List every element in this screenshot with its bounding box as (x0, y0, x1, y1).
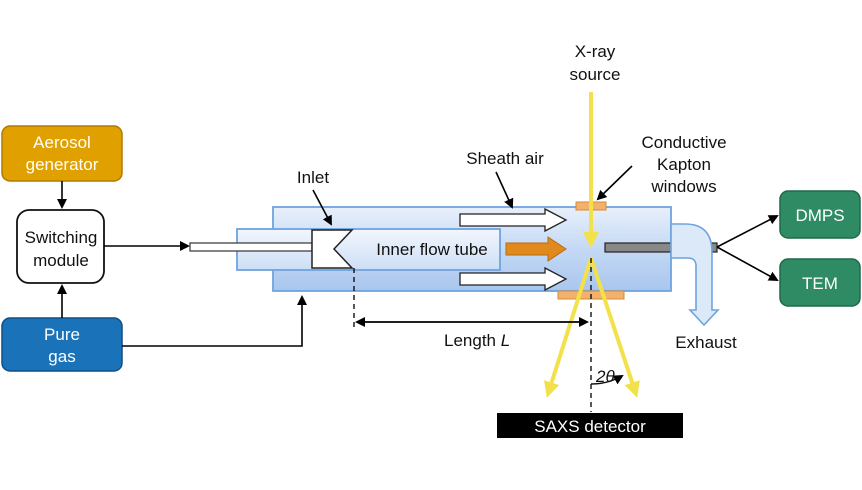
switching-module-label-2: module (33, 251, 89, 270)
arrow-to-tem (716, 246, 779, 281)
inlet-pointer (312, 189, 332, 226)
xray-scatter-right (589, 257, 640, 398)
sheath-arrow-bottom (459, 266, 568, 292)
pure-gas-label-1: Pure (44, 325, 80, 344)
arrow-puregas-to-tube (122, 295, 307, 347)
switching-module-label-1: Switching (25, 228, 98, 247)
inlet-label: Inlet (297, 168, 329, 187)
sheath-air-label: Sheath air (466, 149, 544, 168)
inner-flow-tube-label: Inner flow tube (376, 240, 488, 259)
pure-gas-label-2: gas (48, 347, 75, 366)
aerosol-generator-label-1: Aerosol (33, 133, 91, 152)
saxs-detector-bar (497, 413, 683, 438)
dmps-box (779, 190, 861, 239)
exhaust-label: Exhaust (675, 333, 737, 352)
flow-arrow (505, 236, 567, 262)
length-symbol: L (501, 331, 510, 350)
angle-label: 2θ (595, 367, 615, 386)
length-label-text: Length (444, 331, 501, 350)
kapton-label-2: Kapton (657, 155, 711, 174)
kapton-label-1: Conductive (641, 133, 726, 152)
dmps-label: DMPS (795, 206, 844, 225)
tem-label: TEM (802, 274, 838, 293)
sheath-arrow-top (459, 207, 568, 233)
inlet-needle (189, 242, 313, 252)
saxs-detector-label: SAXS detector (534, 417, 646, 436)
aerosol-generator-label-2: generator (26, 155, 99, 174)
angle-arc (590, 375, 624, 385)
arrow-to-dmps (716, 215, 779, 248)
inlet-cone (311, 229, 354, 269)
kapton-label-3: windows (650, 177, 716, 196)
xray-scatter-left (543, 257, 593, 398)
tem-box (779, 258, 861, 307)
length-label: Length L (444, 331, 510, 350)
xray-source-label-1: X-ray (575, 42, 616, 61)
sheath-air-pointer (495, 171, 514, 209)
kapton-pointer (596, 165, 633, 201)
xray-source-label-2: source (569, 65, 620, 84)
exhaust-arrow (670, 223, 720, 327)
